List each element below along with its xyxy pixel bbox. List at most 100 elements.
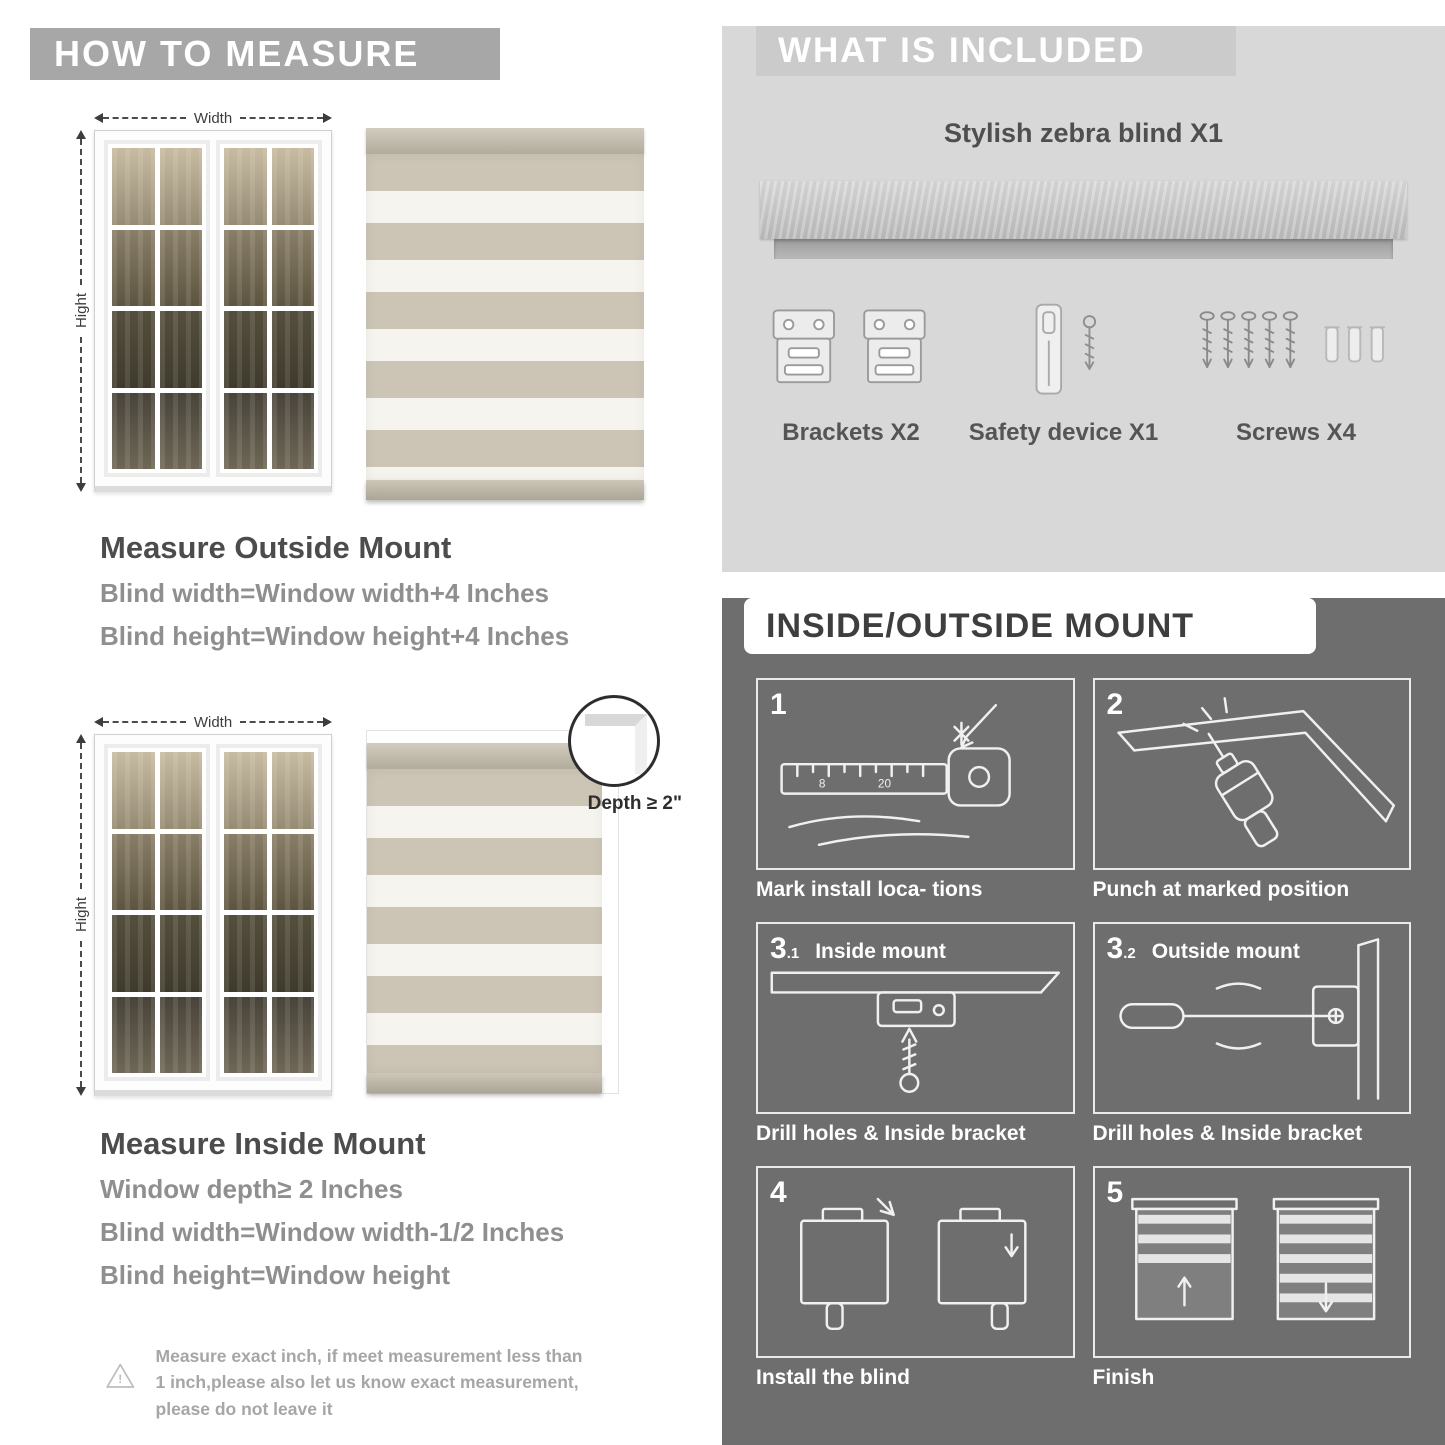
window-pane <box>271 752 314 829</box>
window-pane <box>112 392 155 469</box>
step-caption: Drill holes & Inside bracket <box>756 1122 1026 1145</box>
step-caption: Finish <box>1092 1366 1155 1389</box>
zebra-blind-count-label: Stylish zebra blind X1 <box>943 118 1224 148</box>
arrowhead-up-icon <box>76 130 86 139</box>
window-pane <box>271 311 314 388</box>
height-arrow: Hight <box>68 734 94 1096</box>
window-pane <box>159 311 202 388</box>
svg-text:!: ! <box>118 1372 122 1386</box>
mount-header-title: INSIDE/OUTSIDE MOUNT <box>766 607 1195 645</box>
step-3-2: 3 .2 Outside mount <box>1092 922 1411 1152</box>
step-1: 1 <box>756 678 1075 908</box>
step-3-1: 3 .1 Inside mount <box>756 922 1075 1152</box>
window-pane <box>224 752 267 829</box>
width-label: Width <box>193 109 233 127</box>
window-pane <box>112 148 155 225</box>
window-pane <box>159 915 202 992</box>
panel-divider <box>722 572 1445 584</box>
step-caption: Install the blind <box>756 1366 911 1389</box>
window-pane <box>112 311 155 388</box>
depth-callout-circle <box>568 695 660 787</box>
how-to-measure-header: HOW TO MEASURE <box>30 28 500 80</box>
window-pane <box>271 392 314 469</box>
window-pane <box>159 833 202 910</box>
how-to-measure-panel: HOW TO MEASURE Width Hight <box>0 0 700 1445</box>
blind-stripes <box>366 154 644 480</box>
window-photo-inside: Width Hight <box>68 710 332 1096</box>
width-label: Width <box>193 713 233 731</box>
screws-label: Screws X4 <box>1235 419 1357 446</box>
arrowhead-down-icon <box>76 483 86 492</box>
step-caption: Drill holes & Inside bracket <box>1092 1122 1363 1145</box>
screws-icon <box>1199 311 1385 369</box>
brackets-item: Brackets X2 <box>766 299 936 447</box>
window-pane <box>112 752 155 829</box>
finished-blinds-illustration <box>1130 1197 1379 1321</box>
arrowhead-up-icon <box>76 734 86 743</box>
blind-stripes <box>367 769 602 1073</box>
step-caption: Punch at marked position <box>1092 878 1350 901</box>
window-pane <box>112 229 155 306</box>
window-corner-zoom <box>585 714 647 774</box>
window-pane <box>224 833 267 910</box>
arrowhead-left-icon <box>94 717 103 727</box>
height-arrow: Hight <box>68 130 94 492</box>
window-pane <box>224 311 267 388</box>
window-pane <box>112 996 155 1073</box>
inside-depth-rule: Window depth≥ 2 Inches <box>100 1174 403 1204</box>
drill-illustration <box>1116 697 1395 848</box>
what-is-included-title: WHAT IS INCLUDED <box>778 31 1146 70</box>
arrowhead-right-icon <box>323 113 332 123</box>
height-label: Hight <box>72 293 90 329</box>
safety-device-label: Safety device X1 <box>968 419 1159 446</box>
arrowhead-left-icon <box>94 113 103 123</box>
headrail-graphic <box>760 181 1407 259</box>
safety-device-icon <box>1036 303 1097 395</box>
inside-height-formula: Blind height=Window height <box>100 1260 450 1290</box>
step-5: 5 <box>1092 1166 1411 1396</box>
outside-mount-figures: Width Hight <box>68 106 700 500</box>
brackets-label: Brackets X2 <box>782 419 920 446</box>
window-pane <box>159 752 202 829</box>
zebra-blind-inside-illustration <box>367 743 602 1093</box>
inside-bracket-illustration <box>770 971 1060 1093</box>
headrail-lip <box>774 239 1393 259</box>
window-pane <box>159 996 202 1073</box>
blind-bottomrail <box>367 1073 602 1093</box>
inside-mount-title: Measure Inside Mount <box>100 1126 426 1161</box>
blind-headrail <box>367 743 602 769</box>
window-pane <box>159 148 202 225</box>
headrail-face <box>760 181 1407 239</box>
step-2: 2 <box>1092 678 1411 908</box>
included-items-row: Brackets X2 <box>766 299 1401 447</box>
outside-width-formula: Blind width=Window width+4 Inches <box>100 578 549 608</box>
right-column: WHAT IS INCLUDED Stylish zebra blind X1 <box>722 0 1445 1445</box>
step-4: 4 <box>756 1166 1075 1396</box>
width-arrow: Width <box>94 106 332 130</box>
zebra-blind-outside-illustration <box>366 128 644 500</box>
window-pane <box>112 833 155 910</box>
inside-mount-figures: Width Hight <box>68 695 700 1096</box>
width-arrow: Width <box>94 710 332 734</box>
window-pane <box>224 392 267 469</box>
window-pane <box>224 229 267 306</box>
install-blind-illustration <box>800 1197 1027 1331</box>
window-pane <box>224 915 267 992</box>
mount-header: INSIDE/OUTSIDE MOUNT <box>744 598 1316 654</box>
window-photo-outside: Width Hight <box>68 106 332 492</box>
outside-mount-title: Measure Outside Mount <box>100 530 452 565</box>
window-pane <box>271 148 314 225</box>
mount-steps-grid: 1 <box>722 654 1445 1396</box>
brackets-icon <box>772 309 926 384</box>
how-to-measure-title: HOW TO MEASURE <box>54 33 420 74</box>
window-pane <box>271 229 314 306</box>
inside-outside-mount-panel: INSIDE/OUTSIDE MOUNT 1 <box>722 598 1445 1445</box>
depth-label: Depth ≥ 2" <box>587 793 682 814</box>
measure-note-text: Measure exact inch, if meet measurement … <box>155 1346 583 1419</box>
window-pane <box>224 148 267 225</box>
what-is-included-header: WHAT IS INCLUDED <box>756 26 1236 76</box>
window-pane <box>271 996 314 1073</box>
window-pane <box>271 833 314 910</box>
height-label: Hight <box>72 897 90 933</box>
